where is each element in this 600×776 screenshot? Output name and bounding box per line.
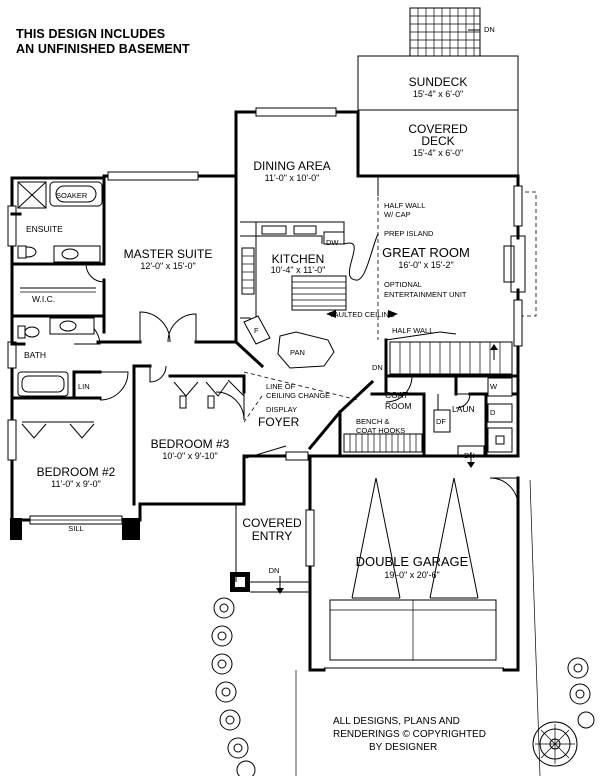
dining-area-dim: 11'-0" x 10'-0" — [265, 173, 320, 183]
kitchen-label: KITCHEN — [272, 252, 325, 266]
covered-deck-label-2: DECK — [421, 134, 454, 148]
optional-unit-label-2: ENTERTAINMENT UNIT — [384, 290, 467, 299]
soaker-label: SOAKER — [56, 191, 88, 200]
dining-area-label: DINING AREA — [253, 159, 330, 173]
coat-room-label-1: COAT — [385, 390, 408, 400]
half-wall-cap-label-2: W/ CAP — [384, 210, 411, 219]
corner-posts — [10, 518, 250, 592]
optional-unit-label-1: OPTIONAL — [384, 280, 422, 289]
entry-dn-label: DN — [269, 566, 280, 575]
bedroom3-label: BEDROOM #3 — [151, 437, 230, 451]
basement-note: THIS DESIGN INCLUDES AN UNFINISHED BASEM… — [16, 27, 190, 57]
bench-label-1: BENCH & — [356, 417, 389, 426]
covered-deck-dim: 15'-4" x 6'-0" — [413, 148, 463, 158]
coat-room-bench — [343, 433, 423, 453]
great-room-label: GREAT ROOM — [382, 245, 470, 260]
foyer-label: FOYER — [258, 415, 300, 429]
driveway — [295, 479, 541, 776]
dryer-label: D — [490, 408, 496, 417]
covered-entry — [235, 504, 310, 594]
bath-label: BATH — [24, 350, 46, 360]
dishwasher-label: DW — [326, 238, 339, 247]
copyright-note: ALL DESIGNS, PLANS AND RENDERINGS © COPY… — [333, 715, 486, 754]
kitchen-dim: 10'-4" x 11'-0" — [271, 265, 326, 275]
kitchen-counters — [240, 221, 379, 369]
bedroom2-label: BEDROOM #2 — [37, 465, 116, 479]
vaulted-ceiling-arrows — [326, 310, 398, 318]
stair-dn-label: DN — [372, 363, 383, 372]
covered-entry-label-1: COVERED — [242, 516, 302, 530]
sundeck-label: SUNDECK — [409, 75, 468, 89]
double-garage-dim: 19'-0" x 20'-6" — [384, 570, 439, 580]
washer-label: W — [490, 382, 498, 391]
garage-step — [457, 445, 485, 468]
covered-deck-label-1: COVERED — [408, 122, 468, 136]
half-wall-cap-label-1: HALF WALL — [384, 201, 425, 210]
windows — [7, 107, 523, 567]
ensuite-label: ENSUITE — [26, 224, 63, 234]
sundeck-dim: 15'-4" x 6'-0" — [413, 89, 463, 99]
wic-label: W.I.C. — [32, 294, 55, 304]
garage-doors — [324, 477, 504, 669]
great-room-stairs — [385, 331, 513, 375]
deck-stairs-dn: DN — [484, 25, 495, 34]
ceiling-change-label-2: CEILING CHANGE — [266, 391, 330, 400]
copyright-line3: BY DESIGNER — [369, 742, 438, 753]
laundry-label: LAUN — [452, 404, 475, 414]
half-wall-label: HALF WALL — [392, 326, 433, 335]
deck-stairs — [409, 7, 481, 57]
bedroom3-dim: 10'-0" x 9'-10" — [162, 451, 217, 461]
great-room-dim: 16'-0" x 15'-2" — [398, 260, 453, 270]
deep-freeze-label: DF — [436, 417, 446, 426]
display-label: DISPLAY — [266, 405, 297, 414]
basement-note-line2: AN UNFINISHED BASEMENT — [16, 42, 190, 56]
sundeck-railing — [357, 55, 519, 176]
master-suite-label: MASTER SUITE — [124, 247, 213, 261]
bench-label-2: COAT HOOKS — [356, 426, 405, 435]
pantry-label: PAN — [290, 348, 305, 357]
interior-walls — [10, 174, 520, 506]
half-walls — [243, 176, 379, 423]
coat-room-label-2: ROOM — [385, 401, 411, 411]
laundry-fixtures — [433, 377, 513, 453]
linen-label: LIN — [78, 382, 90, 391]
prep-island-label: PREP ISLAND — [384, 229, 434, 238]
copyright-line2: RENDERINGS © COPYRIGHTED — [333, 729, 486, 740]
copyright-line1: ALL DESIGNS, PLANS AND — [333, 716, 460, 727]
garage-dn-label: DN — [464, 451, 475, 460]
vaulted-ceiling-label: VAULTED CEILING — [329, 310, 395, 319]
basement-note-line1: THIS DESIGN INCLUDES — [16, 27, 166, 41]
double-garage-label: DOUBLE GARAGE — [356, 554, 469, 569]
covered-entry-label-2: ENTRY — [252, 529, 292, 543]
ensuite-fixtures — [17, 181, 103, 263]
closet-doors — [20, 287, 245, 439]
ceiling-change-label-1: LINE OF — [266, 382, 296, 391]
fridge-label: F — [254, 326, 259, 335]
master-suite-dim: 12'-0" x 15'-0" — [140, 261, 195, 271]
bedroom2-dim: 11'-0" x 9'-0" — [51, 479, 101, 489]
bath-fixtures — [17, 317, 95, 397]
shrubs — [211, 597, 595, 776]
sill-label: SILL — [68, 524, 83, 533]
